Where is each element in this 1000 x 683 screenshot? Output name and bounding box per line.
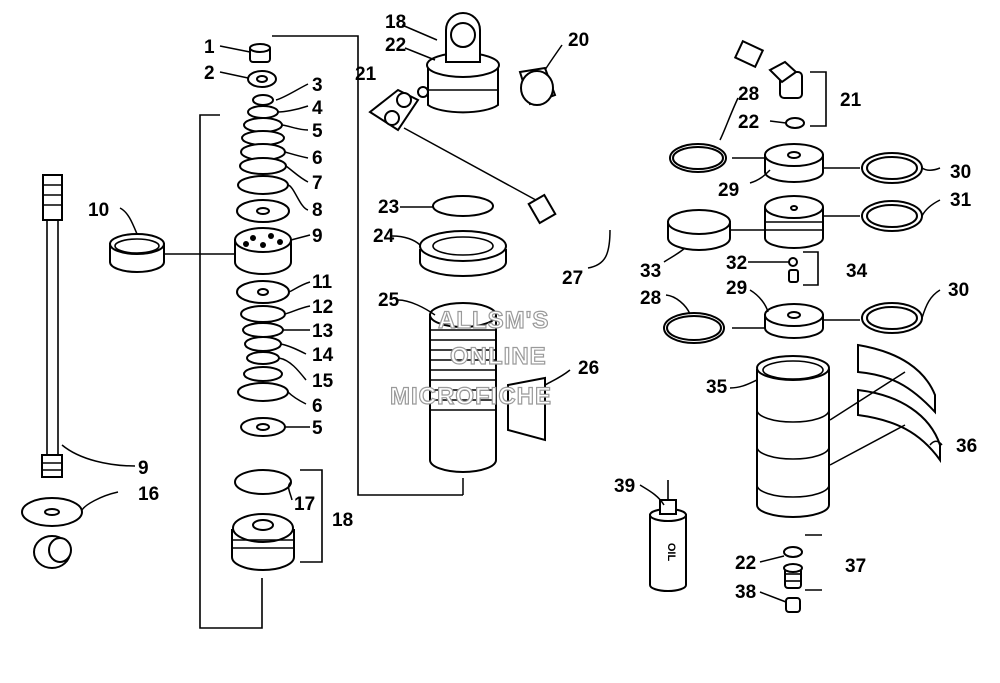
callout-31: 31 [950,190,972,211]
callout-21-right: 21 [840,90,862,111]
callout-6b: 14 [312,345,334,366]
callout-21-left: 21 [355,64,377,85]
o-ring-23 [432,195,494,217]
callout-37: 37 [845,556,866,577]
watermark-line-2: ONLINE [450,343,547,370]
callout-16: 5 [312,418,323,439]
callout-3: 1 [204,37,215,58]
callout-36: 36 [956,436,977,457]
callout-13: 11 [312,272,333,293]
callout-7: 5 [312,121,323,142]
oil-bottle: OIL [649,480,687,592]
hose-27 [527,25,765,225]
watermark-line-3: MICROFICHE [390,383,552,410]
sleeve-26 [507,376,546,442]
callout-22-bottom: 22 [735,553,756,574]
callout-34: 34 [846,261,868,282]
callout-24: 24 [373,226,395,247]
callout-1: 9 [138,458,149,479]
watermark: ALLSM'S ONLINE MICROFICHE [389,306,552,410]
callout-35: 35 [706,377,728,398]
callout-22-right-top: 22 [738,112,759,133]
callout-29-top: 29 [718,180,739,201]
schrader-valve-21 [768,60,803,99]
callout-4: 2 [204,63,215,84]
watermark-line-1: ALLSM'S [438,307,549,334]
guide-band [109,233,234,273]
o-ring-22 [417,86,429,98]
callout-26: 26 [578,358,599,379]
reservoir-cap [419,230,507,277]
callout-14: 12 [312,297,333,318]
callout-23: 23 [378,197,399,218]
callout-28-bottom: 28 [640,288,661,309]
callout-12: 10 [88,200,109,221]
callout-8: 6 [312,148,323,169]
callout-27: 27 [562,268,583,289]
callout-20: 20 [568,30,589,51]
reservoir-piston-stack [764,143,824,339]
callout-2: 16 [138,484,159,505]
shaft-assembly [41,174,63,478]
callout-30-bottom: 30 [948,280,969,301]
shock-body [429,302,497,473]
callout-11: 9 [312,226,323,247]
reservoir-rings [663,143,923,344]
callout-28-top: 28 [738,84,759,105]
leader-lines [61,24,943,603]
callout-17: 18 [332,510,353,531]
shaft-eye-mount [21,497,83,569]
callout-29-bottom: 29 [726,278,747,299]
callout-10: 8 [312,200,323,221]
shock-head [426,12,500,114]
callout-30-top: 30 [950,162,971,183]
callout-18-left: 17 [294,494,315,515]
callout-6: 4 [312,98,323,119]
decal-36 [857,343,941,464]
bushing-20 [518,66,557,106]
callout-38: 38 [735,582,756,603]
callout-9b: 6 [312,396,323,417]
callout-22-top: 22 [385,35,406,56]
callout-15: 13 [312,321,333,342]
callout-33: 33 [640,261,661,282]
callout-25: 25 [378,290,400,311]
callout-18-top: 18 [385,12,406,33]
callout-39: 39 [614,476,635,497]
valve-fitting-21 [368,88,420,132]
valve-stack [231,43,295,571]
callout-32: 32 [726,253,747,274]
reservoir-body-35 [756,355,830,518]
oil-label: OIL [665,543,677,562]
callout-numbers: 1 2 3 4 5 6 7 8 9 10 11 12 13 14 15 6 5 … [88,12,977,603]
callout-9: 7 [312,173,323,194]
callout-5b: 15 [312,371,334,392]
callout-5: 3 [312,75,323,96]
